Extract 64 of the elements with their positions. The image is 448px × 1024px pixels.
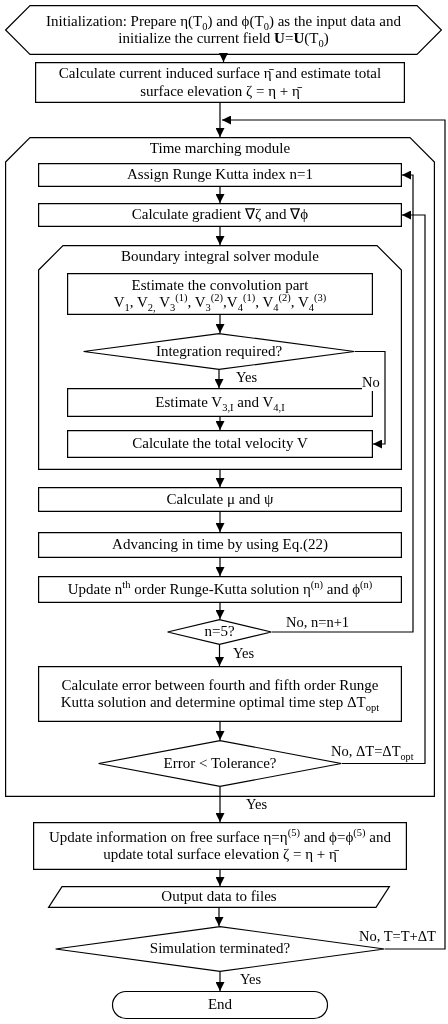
module-container bbox=[38, 245, 402, 470]
process-box bbox=[67, 388, 373, 417]
node-text: Initialization: Prepare η(T$_{0}$) and ϕ(T$_{0}$) as the input data and initialize the current field U=U(T$_{0}$) bbox=[45, 12, 402, 48]
arrow bbox=[215, 416, 225, 431]
arrow bbox=[215, 469, 225, 488]
process-box bbox=[38, 666, 402, 722]
process-box bbox=[38, 487, 402, 512]
module-container bbox=[5, 137, 435, 797]
process-box bbox=[38, 163, 402, 187]
node-text: Advancing in time by using Eq.(22) bbox=[112, 536, 328, 554]
decision-diamond bbox=[55, 926, 385, 972]
arrow bbox=[221, 115, 446, 950]
edge-label: No bbox=[362, 375, 380, 391]
module-title: Boundary integral solver module bbox=[120, 248, 320, 266]
terminator bbox=[112, 991, 328, 1019]
decision-diamond bbox=[167, 619, 272, 645]
arrow bbox=[215, 102, 225, 138]
arrow bbox=[215, 226, 225, 246]
start-hexagon bbox=[5, 5, 442, 55]
arrow bbox=[215, 511, 225, 533]
process-box bbox=[67, 273, 373, 315]
node-text: Simulation terminated? bbox=[149, 940, 291, 958]
node-text: Output data to files bbox=[161, 888, 277, 906]
arrow bbox=[215, 314, 225, 334]
edge-label: No, T=T+ΔT bbox=[359, 929, 436, 945]
process-box bbox=[38, 203, 402, 227]
arrow bbox=[354, 350, 386, 449]
node-text: Calculate μ and ψ bbox=[166, 490, 274, 509]
node-text: n=5? bbox=[204, 623, 235, 641]
node-text: Update n$^{th}$ order Runge-Kutta solution η$^{(n)}$ and ϕ$^{(n)}$ bbox=[67, 580, 373, 599]
arrow bbox=[215, 869, 225, 887]
arrow bbox=[214, 907, 224, 927]
decision-diamond bbox=[83, 333, 355, 370]
arrow bbox=[215, 971, 225, 992]
arrow bbox=[215, 186, 225, 204]
arrow bbox=[271, 170, 414, 633]
node-text: Calculate the total velocity V bbox=[132, 435, 308, 453]
process-box bbox=[35, 62, 405, 103]
node-text: Calculate gradient ∇ζ and ∇ϕ bbox=[131, 206, 309, 224]
node-text: Estimate V$_{3,I}$ and V$_{4,I}$ bbox=[155, 393, 285, 412]
node-text: Update information on free surface η=η$^{(5)}$ and ϕ=ϕ$^{(5)}$ and update total surface elevation ζ = η + η̄ bbox=[48, 828, 392, 864]
process-box bbox=[38, 576, 402, 603]
node-text: End bbox=[207, 996, 233, 1014]
arrow bbox=[215, 721, 225, 741]
arrow bbox=[214, 369, 224, 389]
arrow bbox=[215, 602, 225, 620]
process-box bbox=[38, 532, 402, 558]
node-text: Error < Tolerance? bbox=[163, 754, 277, 773]
node-text: Integration required? bbox=[155, 342, 283, 361]
arrow bbox=[219, 53, 228, 63]
node-text: Calculate error between fourth and fifth order Runge Kutta solution and determine optimal time step ΔT$_{opt}$ bbox=[59, 676, 381, 712]
edge-label: No, ΔT=ΔT$_{opt}$ bbox=[331, 744, 414, 760]
io-parallelogram bbox=[48, 886, 390, 908]
node-text: Calculate current induced surface η̄ and estimate total surface elevation ζ = η + η̄ bbox=[57, 65, 383, 100]
arrow bbox=[341, 210, 426, 765]
arrow bbox=[215, 557, 225, 577]
module-title: Time marching module bbox=[148, 140, 292, 158]
edge-label: No, n=n+1 bbox=[286, 615, 350, 631]
node-text: Estimate the convolution part bbox=[131, 276, 309, 293]
process-box bbox=[33, 822, 407, 870]
process-box bbox=[67, 430, 373, 458]
node-text: Assign Runge Kutta index n=1 bbox=[127, 166, 313, 184]
arrow bbox=[215, 786, 225, 823]
arrow bbox=[215, 644, 224, 667]
